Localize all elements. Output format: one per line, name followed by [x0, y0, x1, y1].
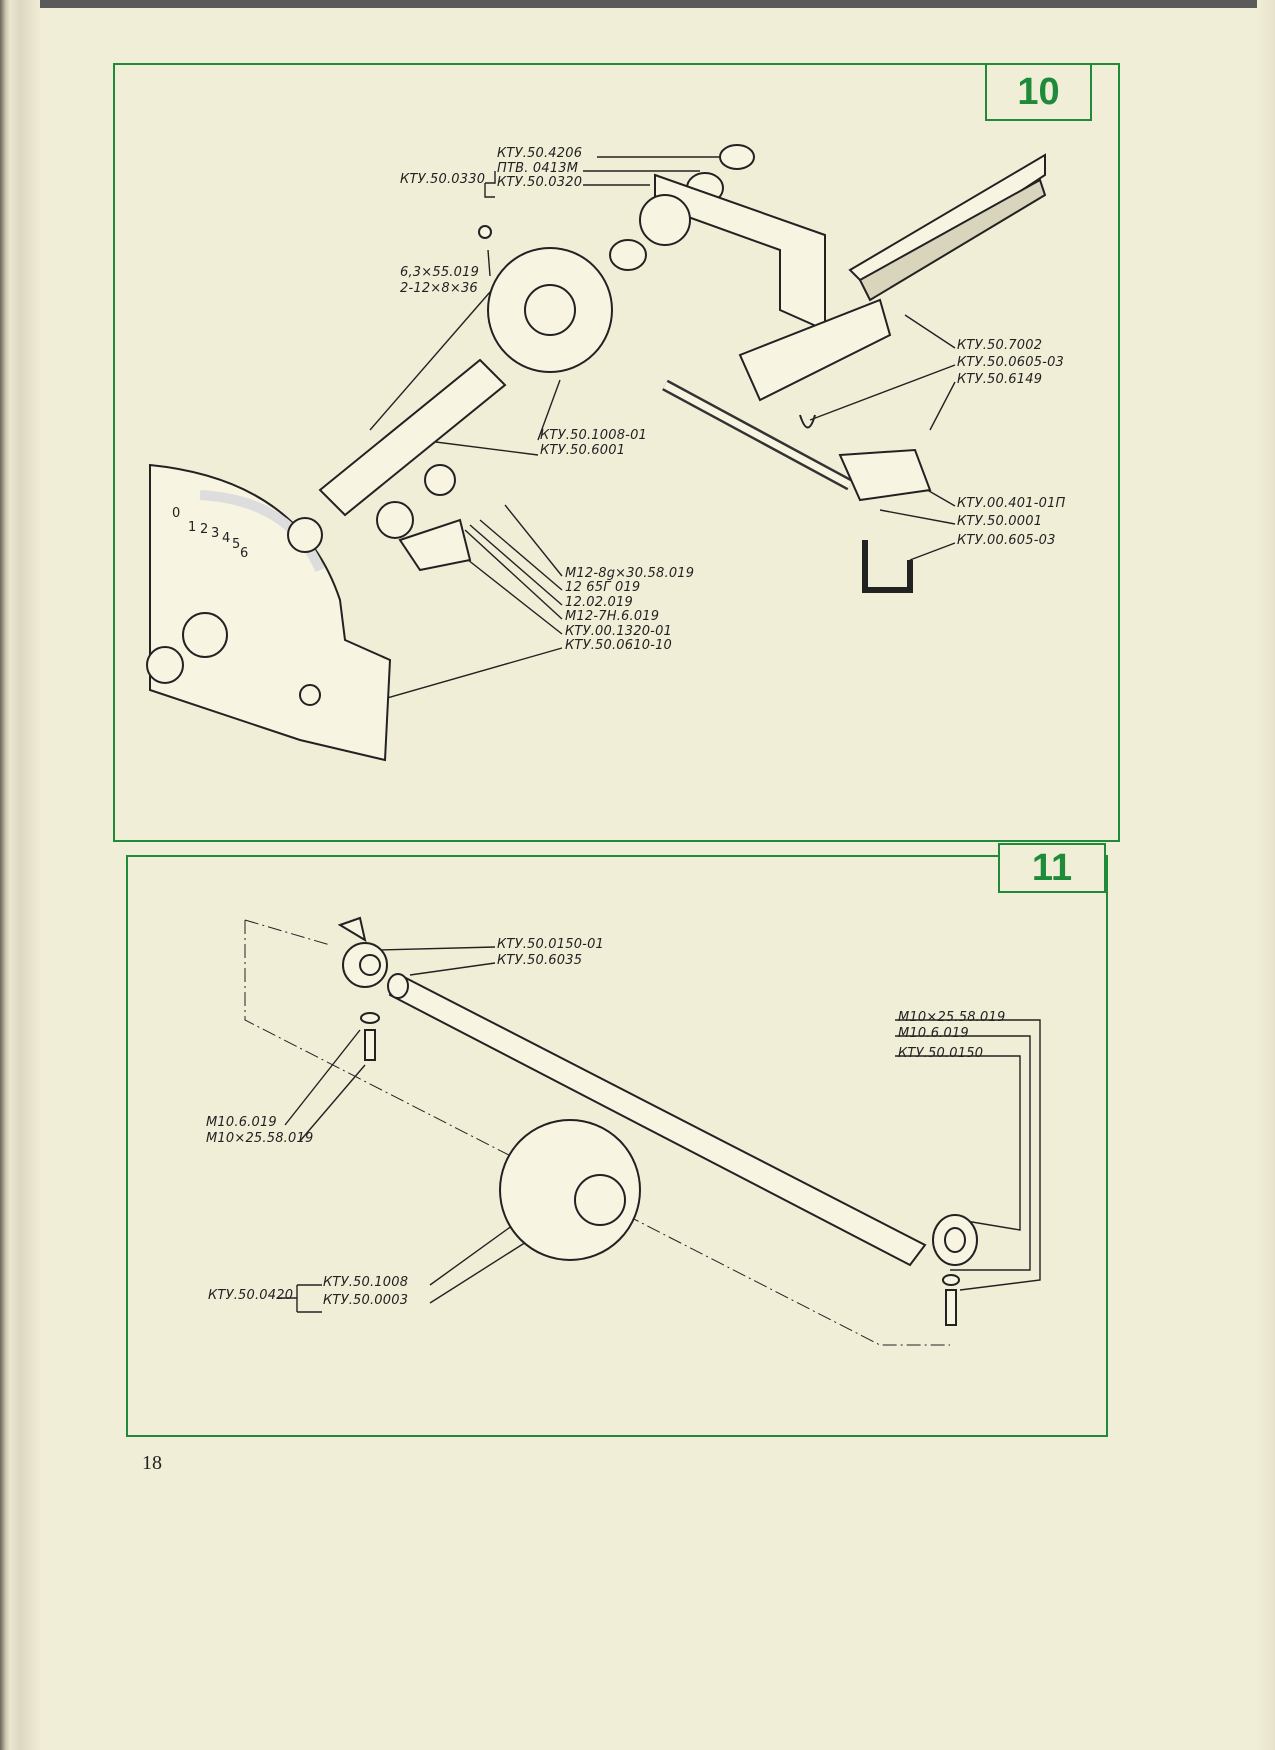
- part-label: М10.6.019: [206, 1115, 277, 1130]
- part-label: КТУ.50.0003: [323, 1293, 409, 1308]
- part-label: КТУ.50.1008: [323, 1275, 409, 1290]
- part-label: М12-7Н.6.019: [565, 609, 660, 624]
- scale-mark-4: 4: [222, 531, 231, 546]
- page-stack-edge: [0, 0, 40, 1750]
- part-label: КТУ.50.0001: [957, 514, 1043, 529]
- scale-mark-2: 2: [200, 522, 209, 537]
- part-label: КТУ.00.401-01П: [957, 496, 1066, 511]
- part-label: КТУ.50.0320: [497, 175, 583, 190]
- scale-mark-1: 1: [188, 520, 197, 535]
- panel-10-number: 10: [985, 63, 1092, 121]
- scan-right-edge: [1257, 0, 1275, 1750]
- part-label: КТУ.50.0610-10: [565, 638, 673, 653]
- scan-top-edge: [0, 0, 1275, 8]
- part-label: 2-12×8×36: [400, 281, 478, 296]
- part-label: КТУ.50.6001: [540, 443, 626, 458]
- part-label: 12.02.019: [565, 595, 633, 610]
- part-label: КТУ.50.1008-01: [540, 428, 648, 443]
- part-label: ПТВ. 0413М: [497, 161, 579, 176]
- part-label: КТУ.50.0330: [400, 172, 486, 187]
- part-label: КТУ.50.6149: [957, 372, 1043, 387]
- part-label: М10×25.58.019: [898, 1010, 1006, 1025]
- part-label: 6,3×55.019: [400, 265, 480, 280]
- part-label: 12 65Г 019: [565, 580, 641, 595]
- part-label: КТУ.50.0420: [208, 1288, 294, 1303]
- panel-11-number: 11: [998, 843, 1106, 893]
- scale-mark-0: 0: [172, 506, 181, 521]
- part-label: КТУ.50.0150: [898, 1046, 984, 1061]
- part-label: КТУ.50.6035: [497, 953, 583, 968]
- part-label: КТУ.50.0150-01: [497, 937, 605, 952]
- part-label: М10×25.58.019: [206, 1131, 314, 1146]
- scale-mark-3: 3: [211, 526, 220, 541]
- page-number: 18: [142, 1452, 162, 1474]
- part-label: КТУ.00.1320-01: [565, 624, 673, 639]
- panel-10-frame: [113, 63, 1120, 842]
- part-label: КТУ.50.7002: [957, 338, 1043, 353]
- part-label: М12-8g×30.58.019: [565, 566, 695, 581]
- panel-11-frame: [126, 855, 1108, 1437]
- scale-mark-5: 5: [232, 537, 241, 552]
- scale-mark-6: 6: [240, 546, 249, 561]
- part-label: КТУ.50.4206: [497, 146, 583, 161]
- part-label: М10.6.019: [898, 1026, 969, 1041]
- part-label: КТУ.00.605-03: [957, 533, 1056, 548]
- part-label: КТУ.50.0605-03: [957, 355, 1065, 370]
